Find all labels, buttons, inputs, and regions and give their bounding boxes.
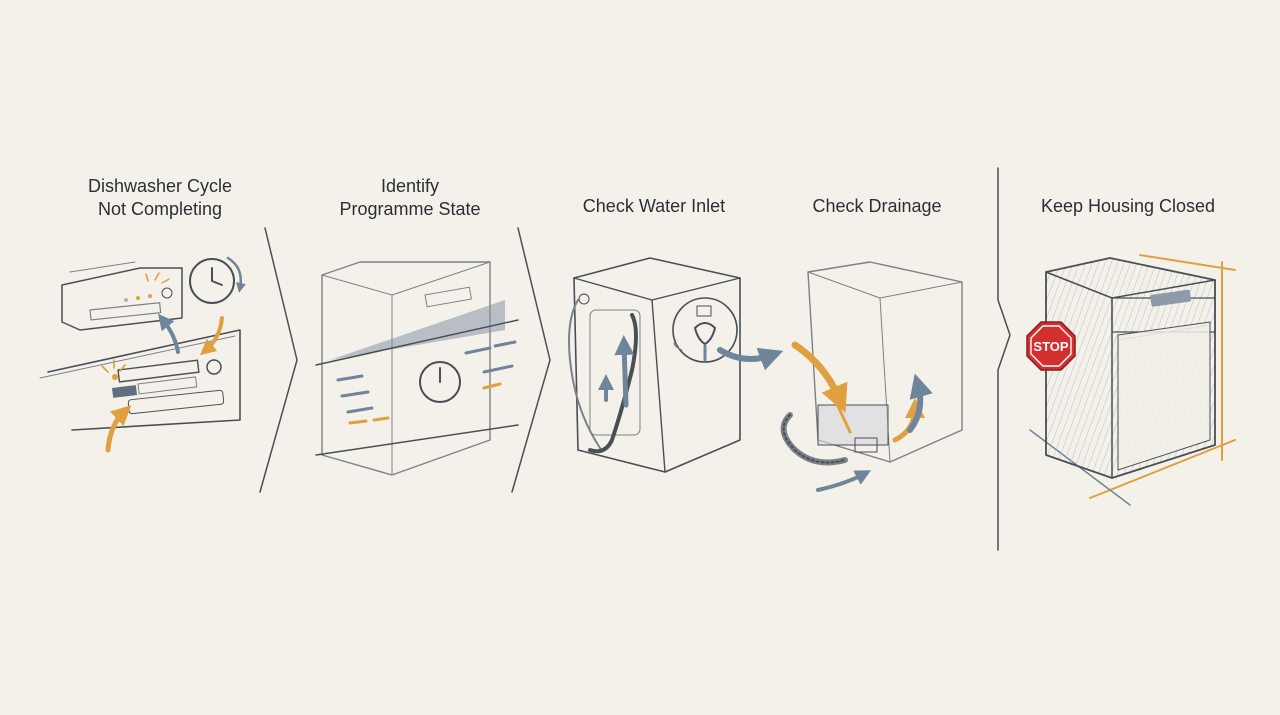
step-2-title-line-2: Programme State	[339, 199, 481, 219]
step-5-title: Keep Housing Closed	[1008, 195, 1248, 218]
divider-chevron-2	[511, 227, 551, 493]
step-3-title: Check Water Inlet	[534, 195, 774, 218]
programme-dial-icon	[315, 261, 519, 476]
step-2-title-line-1: Identify	[380, 176, 440, 196]
dishwasher-control-panel-icon	[39, 256, 246, 453]
step-4-title: Check Drainage	[757, 195, 997, 218]
water-inlet-hose-icon	[568, 257, 784, 473]
divider-vertical	[997, 167, 1011, 551]
closed-dishwasher-icon	[1029, 254, 1236, 506]
stop-sign-label: STOP	[1033, 339, 1068, 354]
drain-hose-icon	[780, 261, 963, 492]
step-1-title: Dishwasher Cycle Not Completing	[40, 175, 280, 221]
step-4-title-line-1: Check Drainage	[812, 196, 942, 216]
step-3-title-line-1: Check Water Inlet	[582, 196, 726, 216]
divider-chevron-1	[259, 227, 298, 493]
step-2-title: Identify Programme State	[290, 175, 530, 221]
stop-sign-icon: STOP	[1026, 321, 1076, 371]
step-1-title-line-1: Dishwasher Cycle	[87, 176, 233, 196]
step-1-title-line-2: Not Completing	[97, 199, 223, 219]
step-5-title-line-1: Keep Housing Closed	[1040, 196, 1216, 216]
